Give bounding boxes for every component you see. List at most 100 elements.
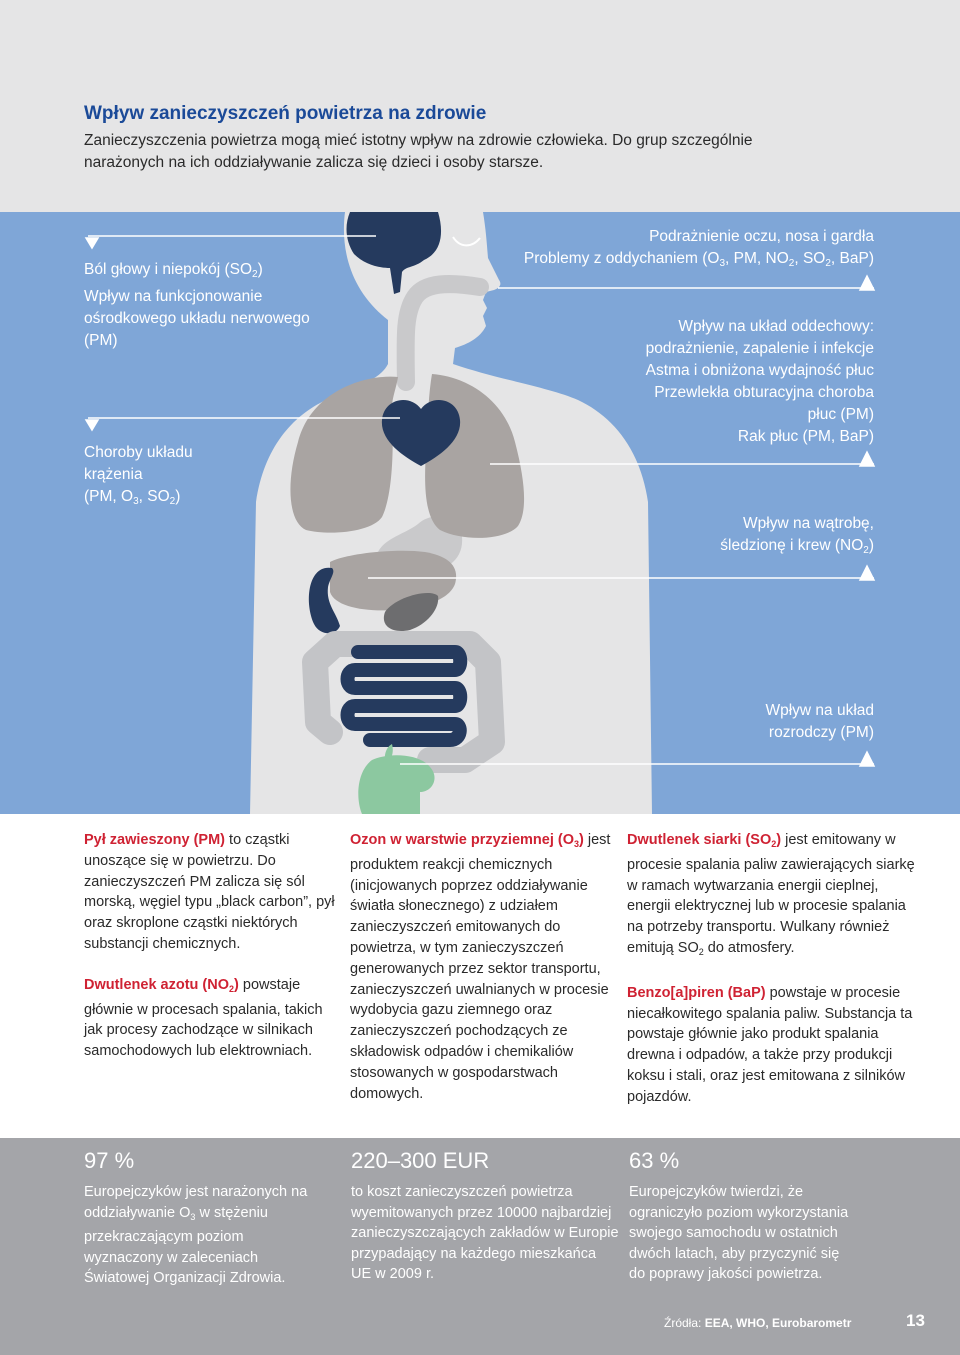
label-heart-sub-1: 3 [133, 496, 139, 507]
intro-line-2: narażonych na ich oddziaływanie zalicza … [84, 154, 544, 171]
label-heart: Choroby układu krążenia (PM, O3, SO2) [84, 442, 193, 513]
label-brain: Ból głowy i niepokój (SO2) Wpływ na funk… [84, 259, 310, 352]
large-intestine-shape [302, 631, 505, 773]
label-heart-line-3b: , SO [138, 488, 170, 505]
label-eyes: Podrażnienie oczu, nosa i gardła Problem… [524, 226, 874, 275]
left-lung-shape [290, 376, 398, 533]
brain-marker-icon [84, 237, 100, 250]
o3-paragraph: Ozon w warstwie przyziemnej (O3) jest pr… [350, 830, 614, 1104]
stat-1-text-a: Europejczyków jest narażonych na oddział… [84, 1184, 308, 1221]
stat-1-text-sub: 3 [190, 1211, 196, 1222]
no2-term: Dwutlenek azotu (NO2) [84, 976, 239, 994]
label-eyes-line-2c: , SO [794, 250, 826, 267]
heart-marker-icon [84, 419, 100, 432]
label-respiratory-line-2: podrażnienie, zapalenie i infekcje [645, 340, 874, 357]
label-brain-line-2: Wpływ na funkcjonowanie [84, 288, 263, 305]
label-eyes-sub-2: 2 [788, 258, 795, 269]
stat-3: 63 % Europejczyków twierdzi, że ogranicz… [629, 1146, 857, 1285]
text-column-1: Pył zawieszony (PM) to cząstki unoszące … [84, 830, 340, 1082]
gallbladder-shape [383, 593, 439, 632]
label-reproductive: Wpływ na układ rozrodczy (PM) [765, 700, 874, 744]
label-heart-line-2: krążenia [84, 466, 143, 483]
o3-text: jest produktem reakcji chemicznych (inic… [350, 832, 611, 1102]
intro-text: Zanieczyszczenia powietrza mogą mieć ist… [84, 130, 844, 174]
stat-1: 97 % Europejczyków jest narażonych na od… [84, 1146, 314, 1289]
label-respiratory-line-5: płuc (PM) [807, 406, 874, 423]
stat-2: 220–300 EUR to koszt zanieczyszczeń powi… [351, 1146, 619, 1285]
label-eyes-sub-3: 2 [825, 258, 831, 269]
label-heart-sub-2: 2 [169, 496, 176, 507]
label-liver: Wpływ na wątrobę, śledzionę i krew (NO2) [720, 513, 874, 562]
so2-text-sub: 2 [698, 946, 704, 957]
stat-1-value: 97 % [84, 1148, 135, 1173]
human-body-diagram [84, 212, 876, 814]
no2-paragraph: Dwutlenek azotu (NO2) powstaje głównie w… [84, 975, 340, 1062]
stat-2-value: 220–300 EUR [351, 1148, 490, 1173]
mouth-icon [452, 236, 481, 247]
so2-term-b: ) [776, 832, 782, 848]
airway-shape [396, 275, 489, 391]
stat-3-text: Europejczyków twierdzi, że ograniczyło p… [629, 1184, 849, 1282]
stat-1-text: Europejczyków jest narażonych na oddział… [84, 1182, 314, 1289]
so2-term: Dwutlenek siarki (SO2) [627, 832, 782, 849]
stat-3-value: 63 % [629, 1148, 680, 1173]
label-liver-line-2a: śledzionę i krew (NO [720, 537, 864, 554]
o3-term-sub: 3 [574, 839, 580, 849]
so2-term-sub: 2 [771, 839, 777, 849]
label-liver-line-1: Wpływ na wątrobę, [743, 515, 874, 532]
pm-term: Pył zawieszony (PM) [84, 832, 226, 848]
label-respiratory-line-1: Wpływ na układ oddechowy: [678, 318, 874, 335]
pm-paragraph: Pył zawieszony (PM) to cząstki unoszące … [84, 830, 340, 955]
label-eyes-line-2d: , BaP) [830, 250, 874, 267]
o3-term-b: ) [579, 832, 584, 848]
label-brain-line-3: ośrodkowego układu nerwowego [84, 310, 310, 327]
so2-paragraph: Dwutlenek siarki (SO2) jest emitowany w … [627, 830, 919, 963]
intro-line-1: Zanieczyszczenia powietrza mogą mieć ist… [84, 132, 753, 149]
sources-value: EEA, WHO, Eurobarometr [704, 1316, 852, 1330]
label-heart-line-1: Choroby układu [84, 444, 193, 461]
label-eyes-line-1: Podrażnienie oczu, nosa i gardła [649, 228, 874, 245]
label-respiratory-line-3: Astma i obniżona wydajność płuc [645, 362, 874, 379]
so2-text-b: do atmosfery. [703, 939, 795, 956]
no2-term-b: ) [234, 976, 239, 993]
text-column-2: Ozon w warstwie przyziemnej (O3) jest pr… [350, 830, 614, 1124]
label-heart-line-3a: (PM, O [84, 488, 134, 505]
sources-label: Źródła: [664, 1316, 705, 1330]
so2-text-a: jest emitowany w procesie spalania paliw… [627, 832, 915, 956]
no2-term-a: Dwutlenek azotu (NO [84, 976, 230, 993]
text-column-3: Dwutlenek siarki (SO2) jest emitowany w … [627, 830, 919, 1128]
page-title: Wpływ zanieczyszczeń powietrza na zdrowi… [84, 103, 487, 124]
label-respiratory-line-4: Przewlekła obturacyjna choroba [654, 384, 874, 401]
bap-text: powstaje w procesie niecałkowitego spala… [627, 984, 913, 1105]
sources: Źródła: EEA, WHO, Eurobarometr [664, 1316, 851, 1330]
label-liver-sub: 2 [863, 545, 869, 556]
label-reproductive-line-1: Wpływ na układ [765, 702, 874, 719]
label-brain-line-4: (PM) [84, 332, 118, 349]
label-liver-line-2b: ) [868, 537, 874, 554]
bap-paragraph: Benzo[a]piren (BaP) powstaje w procesie … [627, 983, 919, 1108]
respiratory-marker-icon [858, 450, 876, 467]
so2-term-a: Dwutlenek siarki (SO [627, 832, 772, 848]
no2-text: powstaje głównie w procesach spalania, t… [84, 976, 323, 1060]
reproductive-organ-shape [358, 744, 435, 814]
stat-2-text: to koszt zanieczyszczeń powietrza wyemit… [351, 1184, 619, 1282]
label-respiratory-line-6: Rak płuc (PM, BaP) [737, 428, 874, 445]
o3-term: Ozon w warstwie przyziemnej (O3) [350, 832, 584, 849]
reproductive-marker-icon [858, 750, 876, 767]
page-number: 13 [906, 1311, 925, 1330]
heart-shape [381, 400, 461, 466]
label-heart-line-3c: ) [175, 488, 181, 505]
label-brain-sub: 2 [252, 269, 258, 280]
eyes-marker-icon [858, 274, 876, 291]
liver-marker-icon [858, 564, 876, 581]
brain-shape [346, 212, 442, 294]
o3-term-a: Ozon w warstwie przyziemnej (O [350, 832, 574, 848]
label-eyes-sub-1: 3 [719, 258, 726, 269]
label-eyes-line-2a: Problemy z oddychaniem (O [523, 250, 720, 267]
label-brain-line-1: Ból głowy i niepokój (SO [84, 261, 252, 278]
bap-term: Benzo[a]piren (BaP) [627, 984, 766, 1001]
label-eyes-line-2b: , PM, NO [725, 250, 789, 267]
label-reproductive-line-2: rozrodczy (PM) [768, 724, 874, 741]
stats-band [0, 1138, 960, 1355]
stat-1-text-b: w stężeniu przekraczającym poziom wyznac… [84, 1204, 286, 1287]
